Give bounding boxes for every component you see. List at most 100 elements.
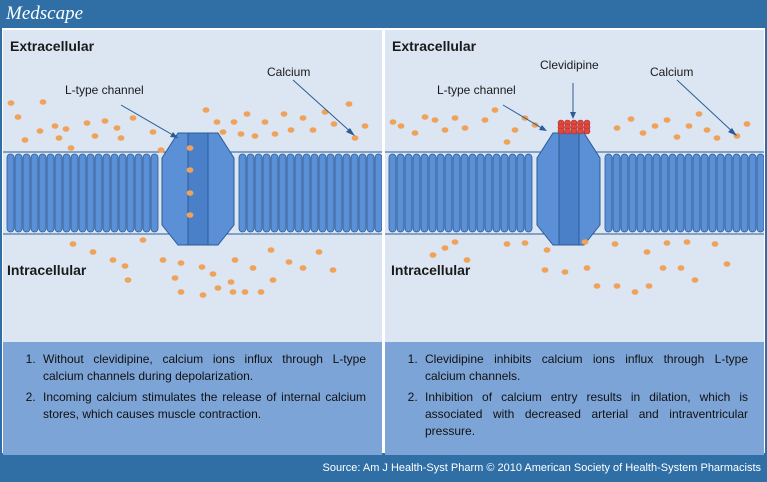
lipid-column xyxy=(22,153,31,233)
lipid-column xyxy=(436,153,445,233)
calcium-ion xyxy=(36,128,44,134)
calcium-ion xyxy=(511,127,519,133)
panel-without-clevidipine: Extracellular Intracellular L-type chann… xyxy=(3,30,382,455)
lipid-column xyxy=(38,153,47,233)
calcium-label: Calcium xyxy=(267,65,311,79)
clevidipine-pointer-arrowhead xyxy=(570,112,576,119)
calcium-ion xyxy=(639,130,647,136)
calcium-ion xyxy=(541,267,549,273)
calcium-ion xyxy=(481,117,489,123)
lipid-column xyxy=(142,153,151,233)
lipid-column xyxy=(86,153,95,233)
lipid-column xyxy=(150,153,159,233)
calcium-ion xyxy=(581,239,589,245)
l-type-channel-label: L-type channel xyxy=(437,83,516,97)
lipid-column xyxy=(78,153,87,233)
calcium-ion xyxy=(159,257,167,263)
calcium-ion xyxy=(21,137,29,143)
lipid-column xyxy=(612,153,621,233)
lipid-column xyxy=(700,153,709,233)
calcium-ion xyxy=(101,118,109,124)
lipid-column xyxy=(396,153,405,233)
clevidipine-molecule xyxy=(564,127,571,135)
calcium-ion xyxy=(593,283,601,289)
lipid-column xyxy=(692,153,701,233)
lipid-column xyxy=(748,153,757,233)
calcium-ion xyxy=(51,123,59,129)
note-item: Inhibition of calcium entry results in d… xyxy=(421,389,748,440)
lipid-column xyxy=(676,153,685,233)
calcium-ion xyxy=(561,269,569,275)
lipid-column xyxy=(684,153,693,233)
calcium-ion xyxy=(463,257,471,263)
calcium-ion xyxy=(685,123,693,129)
lipid-column xyxy=(14,153,23,233)
calcium-ion xyxy=(7,100,15,106)
calcium-ion xyxy=(287,127,295,133)
calcium-ion xyxy=(627,116,635,122)
calcium-ion xyxy=(521,240,529,246)
calcium-ion xyxy=(249,265,257,271)
lipid-column xyxy=(756,153,764,233)
calcium-ion xyxy=(673,134,681,140)
lipid-column xyxy=(644,153,653,233)
lipid-column xyxy=(388,153,397,233)
lipid-column xyxy=(318,153,327,233)
calcium-ion xyxy=(89,249,97,255)
lipid-column xyxy=(620,153,629,233)
lipid-column xyxy=(500,153,509,233)
calcium-ions xyxy=(389,107,751,295)
lipid-column xyxy=(476,153,485,233)
calcium-ion xyxy=(441,245,449,251)
calcium-ion xyxy=(329,267,337,273)
lipid-column xyxy=(420,153,429,233)
extracellular-label: Extracellular xyxy=(10,38,95,54)
lipid-column xyxy=(110,153,119,233)
calcium-ion xyxy=(503,139,511,145)
membrane-diagram-left xyxy=(3,30,382,342)
calcium-ion xyxy=(186,167,194,173)
panel-with-clevidipine: Extracellular Intracellular Clevidipine … xyxy=(385,30,764,455)
channel-pointer xyxy=(120,104,179,139)
calcium-pointer xyxy=(676,79,736,135)
calcium-ion xyxy=(491,107,499,113)
calcium-ion xyxy=(186,212,194,218)
lipid-column xyxy=(302,153,311,233)
calcium-ion xyxy=(198,264,206,270)
calcium-ion xyxy=(199,292,207,298)
calcium-ion xyxy=(213,119,221,125)
lipid-column xyxy=(102,153,111,233)
lipid-column xyxy=(294,153,303,233)
lipid-column xyxy=(326,153,335,233)
calcium-ion xyxy=(157,147,165,153)
calcium-ion xyxy=(129,115,137,121)
calcium-ion xyxy=(117,135,125,141)
clevidipine-molecules xyxy=(557,119,591,135)
notes-list: Clevidipine inhibits calcium ions influx… xyxy=(385,342,764,440)
lipid-column xyxy=(134,153,143,233)
channel-pointer-arrowhead xyxy=(539,125,547,131)
lipid-column xyxy=(740,153,749,233)
calcium-ion xyxy=(62,126,70,132)
lipid-column xyxy=(652,153,661,233)
calcium-ion xyxy=(659,265,667,271)
calcium-ion xyxy=(691,277,699,283)
calcium-ion xyxy=(663,240,671,246)
lipid-column xyxy=(6,153,15,233)
clevidipine-molecule xyxy=(557,127,565,135)
calcium-ion xyxy=(713,135,721,141)
intracellular-label: Intracellular xyxy=(7,262,87,278)
membrane-diagram-right xyxy=(385,30,764,342)
calcium-pointer-arrowhead xyxy=(346,128,355,136)
calcium-ion xyxy=(237,131,245,137)
lipid-column xyxy=(94,153,103,233)
l-type-channel xyxy=(161,132,235,246)
calcium-ion xyxy=(711,241,719,247)
lipid-column xyxy=(126,153,135,233)
calcium-ion xyxy=(451,115,459,121)
calcium-ion xyxy=(209,271,217,277)
lipid-column xyxy=(270,153,279,233)
calcium-ion xyxy=(421,114,429,120)
calcium-ion xyxy=(202,107,210,113)
lipid-column xyxy=(278,153,287,233)
